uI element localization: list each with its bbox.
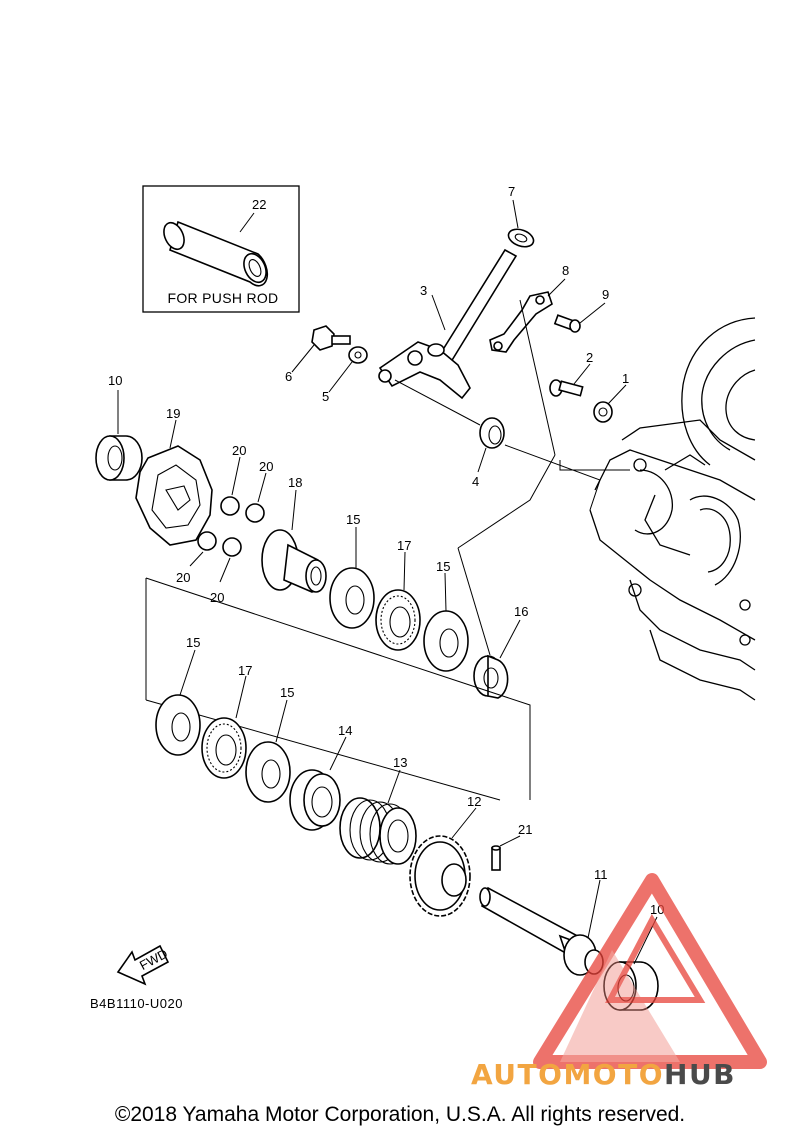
part-12-gear [409, 835, 471, 917]
callout-17-a: 17 [397, 538, 411, 553]
callout-7: 7 [508, 184, 515, 199]
group-leader-lines [145, 299, 630, 801]
callout-19: 19 [166, 406, 180, 421]
part-18-collar [261, 529, 327, 593]
part-14-ring [289, 769, 341, 831]
callout-9: 9 [602, 287, 609, 302]
part-20-ball-d [222, 537, 242, 557]
brand-part2: HUB [664, 1058, 737, 1091]
watermark-logo [533, 873, 767, 1069]
part-15-washer-d [245, 741, 291, 803]
callout-20-b: 20 [259, 459, 273, 474]
part-20-ball-a [220, 496, 240, 516]
part-3-lever-shaft [378, 248, 518, 400]
part-7-bushing [507, 228, 535, 248]
copyright-text: ©2018 Yamaha Motor Corporation, U.S.A. A… [114, 1103, 686, 1126]
part-21-pin [491, 845, 501, 871]
part-19-cam [135, 445, 213, 546]
part-15-washer-b [423, 610, 469, 672]
part-5-washer [348, 346, 368, 364]
brand-part1: AUTOMOTO [471, 1058, 665, 1091]
inset-label: FOR PUSH ROD [167, 290, 279, 306]
part-2-bolt [549, 379, 584, 397]
part-13-spring [339, 797, 417, 865]
callout-20-d: 20 [210, 590, 224, 605]
part-4-seal [479, 417, 505, 449]
callout-4: 4 [472, 474, 479, 489]
callout-21: 21 [518, 822, 532, 837]
part-10-bearing-top [95, 435, 143, 481]
part-11-shaft [479, 886, 604, 976]
callout-16: 16 [514, 604, 528, 619]
part-20-ball-b [245, 503, 265, 523]
callout-10-top: 10 [108, 373, 122, 388]
callout-15-a: 15 [346, 512, 360, 527]
callout-8: 8 [562, 263, 569, 278]
callout-20-a: 20 [232, 443, 246, 458]
callout-20-c: 20 [176, 570, 190, 585]
part-9-screw [553, 314, 581, 333]
callout-1: 1 [622, 371, 629, 386]
callout-numbers: 7 8 9 3 6 5 2 1 4 10 19 20 20 18 15 17 1… [108, 184, 664, 917]
fwd-arrow-icon: FWD [116, 944, 170, 986]
callout-13: 13 [393, 755, 407, 770]
engine-case [589, 317, 756, 701]
callout-15-b: 15 [436, 559, 450, 574]
callout-15-d: 15 [280, 685, 294, 700]
callout-22: 22 [252, 197, 266, 212]
part-1-collar [593, 401, 613, 423]
part-6-bolt [311, 325, 351, 351]
part-17-bearing-b [201, 717, 247, 779]
callout-6: 6 [285, 369, 292, 384]
part-8-bracket [489, 291, 553, 353]
callout-17-b: 17 [238, 663, 252, 678]
callout-3: 3 [420, 283, 427, 298]
drawing-code: B4B1110-U020 [90, 996, 183, 1011]
callout-15-c: 15 [186, 635, 200, 650]
callout-18: 18 [288, 475, 302, 490]
part-17-bearing-a [375, 589, 421, 651]
callout-14: 14 [338, 723, 352, 738]
part-15-washer-c [155, 694, 201, 756]
part-20-ball-c [197, 531, 217, 551]
callout-12: 12 [467, 794, 481, 809]
callout-5: 5 [322, 389, 329, 404]
part-22-sleeve [163, 220, 269, 287]
callout-11: 11 [594, 867, 608, 882]
part-15-washer-a [329, 567, 375, 629]
callout-2: 2 [586, 350, 593, 365]
watermark-brand: AUTOMOTOHUB [471, 1058, 736, 1091]
part-16-collar [473, 654, 509, 699]
